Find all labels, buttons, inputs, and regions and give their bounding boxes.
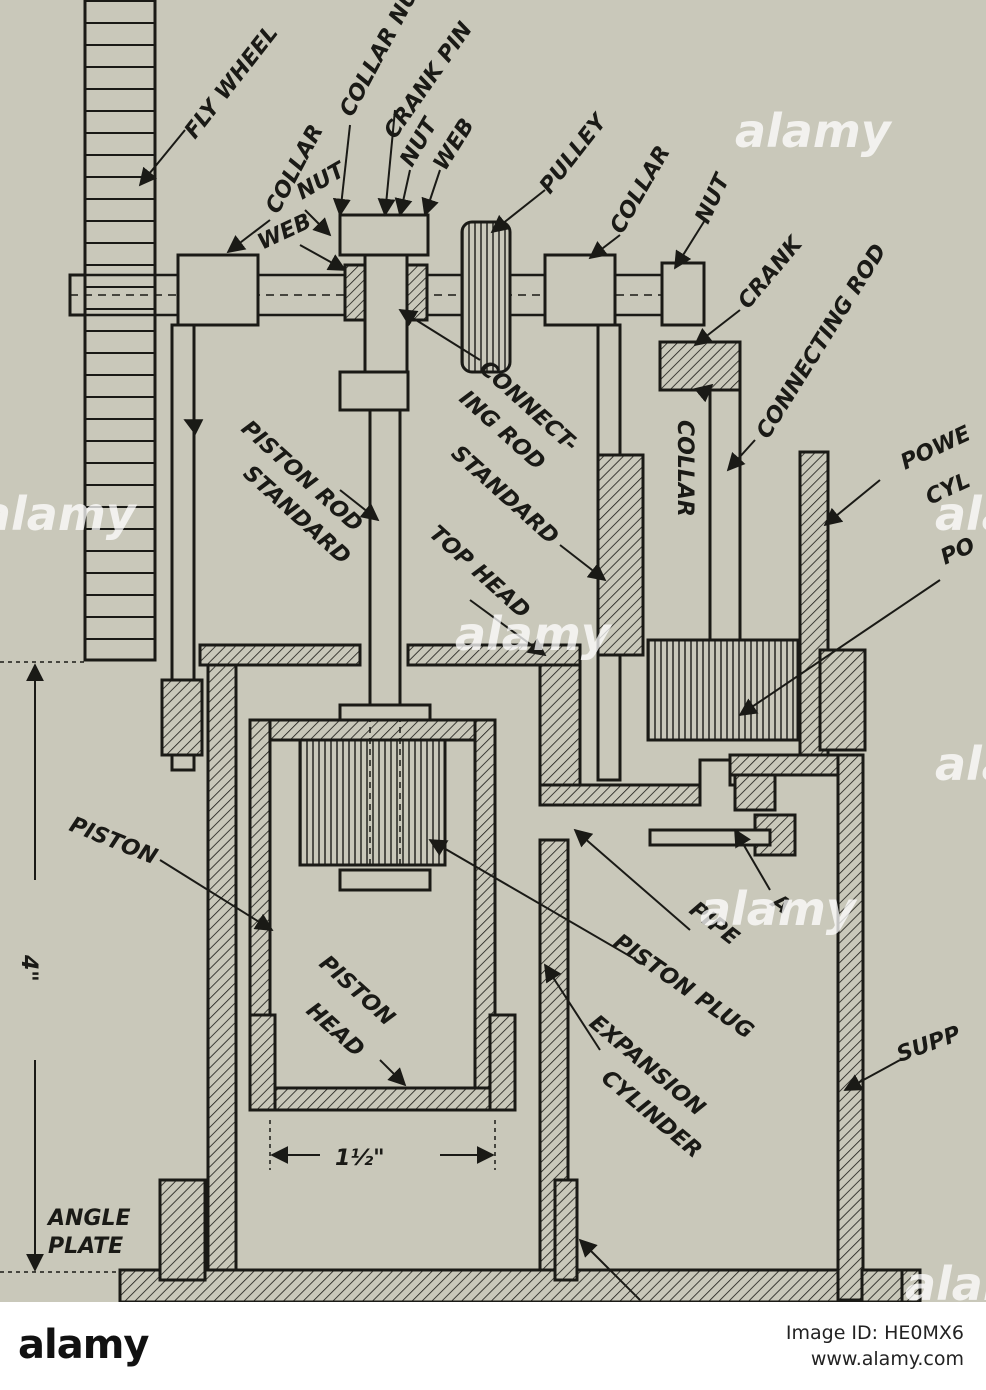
label-piston-plug: PISTON PLUG bbox=[609, 929, 758, 1044]
pulley bbox=[460, 220, 512, 374]
label-pulley: PULLEY bbox=[535, 108, 613, 198]
watermark: alamy bbox=[735, 104, 893, 158]
dimension-4in bbox=[0, 661, 120, 1273]
label-crank: CRANK bbox=[733, 231, 808, 314]
label-collar-right: COLLAR bbox=[606, 142, 676, 238]
label-nut-right: NUT bbox=[691, 169, 736, 228]
watermark: alamy bbox=[935, 487, 986, 541]
watermark: alamy bbox=[0, 487, 138, 541]
watermark: alamy bbox=[700, 882, 858, 936]
right-crank-assembly bbox=[658, 261, 742, 642]
watermark: alamy bbox=[905, 1257, 986, 1302]
watermarks: alamy alamy alamy alamy alamy alamy alam… bbox=[0, 104, 986, 1311]
fly-wheel bbox=[68, 0, 157, 662]
power-cylinder bbox=[646, 450, 867, 759]
watermark-footer: alamy Image ID: HE0MX6 www.alamy.com bbox=[0, 1302, 986, 1390]
label-dim-1-5: 1½" bbox=[335, 1146, 385, 1171]
image-id: Image ID: HE0MX6 bbox=[785, 1322, 964, 1344]
left-crank-assembly bbox=[338, 213, 430, 712]
dimension-1-5in bbox=[269, 1120, 496, 1170]
label-fly-wheel: FLY WHEEL bbox=[180, 21, 283, 144]
connecting-rod-standard bbox=[543, 253, 645, 782]
piston bbox=[248, 703, 517, 1112]
site-url: www.alamy.com bbox=[810, 1348, 964, 1370]
label-angle-plate-1: ANGLE bbox=[46, 1206, 131, 1231]
alamy-logo: alamy bbox=[18, 1322, 149, 1368]
expansion-cylinder bbox=[118, 643, 922, 1304]
image-id-block: Image ID: HE0MX6 www.alamy.com bbox=[786, 1320, 964, 1372]
engine-diagram: FLY WHEEL COLLAR COLLAR NUT CRANK PIN NU… bbox=[0, 0, 986, 1311]
leader-lines bbox=[138, 109, 941, 1301]
label-support: SUPP bbox=[894, 1022, 965, 1068]
label-collar-vertical: COLLAR bbox=[672, 420, 697, 517]
label-power-cylinder-1: POWE bbox=[897, 421, 975, 475]
piston-rod-standard bbox=[160, 253, 260, 772]
label-angle-plate-2: PLATE bbox=[48, 1234, 123, 1259]
label-piston: PISTON bbox=[66, 812, 161, 870]
watermark: alamy bbox=[935, 737, 986, 791]
label-dim-4: 4" bbox=[16, 954, 41, 982]
watermark: alamy bbox=[455, 607, 613, 661]
support bbox=[836, 753, 904, 1304]
